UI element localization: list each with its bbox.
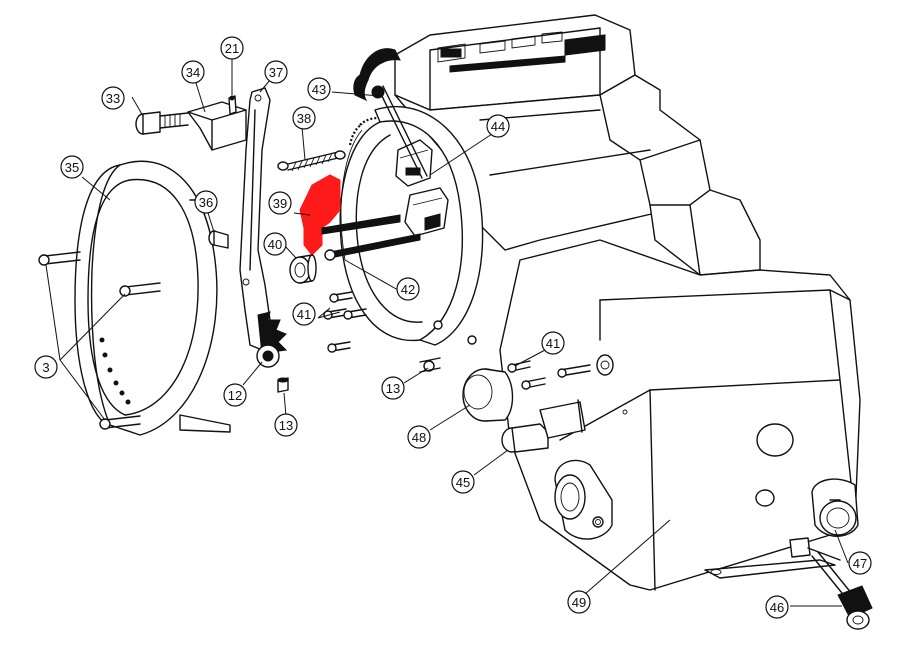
callout-44: 44 bbox=[486, 114, 510, 138]
leader-lines bbox=[45, 57, 849, 607]
callout-label: 36 bbox=[199, 195, 213, 210]
callout-41: 41 bbox=[541, 331, 565, 355]
highlighted-part-39 bbox=[299, 174, 341, 256]
pin-part-36 bbox=[208, 230, 229, 249]
callout-ring bbox=[263, 232, 287, 256]
bracket-part-34 bbox=[187, 101, 247, 151]
callout-ring bbox=[34, 355, 58, 379]
callout-ring bbox=[381, 376, 405, 400]
callout-ring bbox=[451, 470, 475, 494]
callout-21: 21 bbox=[220, 36, 244, 60]
rod-part-43 bbox=[371, 85, 428, 179]
callout-ring bbox=[60, 155, 84, 179]
callout-label: 47 bbox=[853, 556, 867, 571]
main-housing bbox=[339, 14, 861, 591]
callout-ring bbox=[268, 191, 292, 215]
callout-label: 33 bbox=[106, 91, 120, 106]
callout-ring bbox=[223, 383, 247, 407]
callout-label: 46 bbox=[770, 600, 784, 615]
callout-39: 39 bbox=[268, 191, 292, 215]
callout-34: 34 bbox=[181, 60, 205, 84]
callout-ring bbox=[194, 190, 218, 214]
callout-label: 35 bbox=[65, 160, 79, 175]
callout-ring bbox=[307, 77, 331, 101]
callout-label: 45 bbox=[456, 475, 470, 490]
callout-ring bbox=[274, 413, 298, 437]
part-46 bbox=[789, 537, 873, 630]
callout-47: 47 bbox=[848, 551, 872, 575]
callout-ring bbox=[396, 277, 420, 301]
callout-13: 13 bbox=[274, 413, 298, 437]
callout-38: 38 bbox=[292, 106, 316, 130]
callout-ring bbox=[292, 302, 316, 326]
callout-49: 49 bbox=[567, 590, 591, 614]
callout-label: 37 bbox=[269, 65, 283, 80]
callout-36: 36 bbox=[194, 190, 218, 214]
callout-label: 42 bbox=[401, 282, 415, 297]
callout-label: 49 bbox=[572, 595, 586, 610]
callout-37: 37 bbox=[264, 60, 288, 84]
callout-ring bbox=[220, 36, 244, 60]
callout-ring bbox=[541, 331, 565, 355]
callout-label: 44 bbox=[491, 119, 505, 134]
callout-label: 34 bbox=[186, 65, 200, 80]
shafts-part-42 bbox=[321, 214, 421, 261]
callout-ring bbox=[181, 60, 205, 84]
callout-label: 21 bbox=[225, 41, 239, 56]
callout-label: 13 bbox=[279, 418, 293, 433]
lever-part-37 bbox=[239, 87, 288, 368]
set-screw-part-13 bbox=[277, 377, 289, 393]
screws-part-41 bbox=[323, 291, 367, 353]
callout-ring bbox=[848, 551, 872, 575]
callout-33: 33 bbox=[101, 86, 125, 110]
callout-ring bbox=[765, 595, 789, 619]
callout-label: 39 bbox=[273, 196, 287, 211]
callout-ring bbox=[567, 590, 591, 614]
callout-3: 3 bbox=[34, 355, 58, 379]
callout-43: 43 bbox=[307, 77, 331, 101]
callout-ring bbox=[292, 106, 316, 130]
callout-label: 41 bbox=[297, 307, 311, 322]
callout-ring bbox=[264, 60, 288, 84]
callout-label: 41 bbox=[546, 336, 560, 351]
pin-part-21 bbox=[228, 95, 237, 115]
part-47 bbox=[811, 478, 859, 537]
callout-12: 12 bbox=[223, 383, 247, 407]
screw-part-33 bbox=[135, 111, 189, 135]
callout-label: 13 bbox=[386, 381, 400, 396]
highlight-shape bbox=[299, 174, 341, 256]
callout-ring bbox=[407, 425, 431, 449]
callout-label: 48 bbox=[412, 430, 426, 445]
callout-42: 42 bbox=[396, 277, 420, 301]
bushing-part-40 bbox=[289, 254, 317, 284]
callout-35: 35 bbox=[60, 155, 84, 179]
callout-label: 43 bbox=[312, 82, 326, 97]
callout-label: 38 bbox=[297, 111, 311, 126]
callout-45: 45 bbox=[451, 470, 475, 494]
part-45 bbox=[501, 399, 586, 453]
callout-label: 3 bbox=[42, 360, 49, 375]
spring-part-38 bbox=[277, 150, 346, 172]
knob-part-48 bbox=[462, 368, 514, 422]
callout-label: 40 bbox=[268, 237, 282, 252]
callout-13: 13 bbox=[381, 376, 405, 400]
callout-41: 41 bbox=[292, 302, 316, 326]
callout-40: 40 bbox=[263, 232, 287, 256]
callout-ring bbox=[486, 114, 510, 138]
callout-48: 48 bbox=[407, 425, 431, 449]
callout-label: 12 bbox=[228, 388, 242, 403]
callout-46: 46 bbox=[765, 595, 789, 619]
callout-ring bbox=[101, 86, 125, 110]
